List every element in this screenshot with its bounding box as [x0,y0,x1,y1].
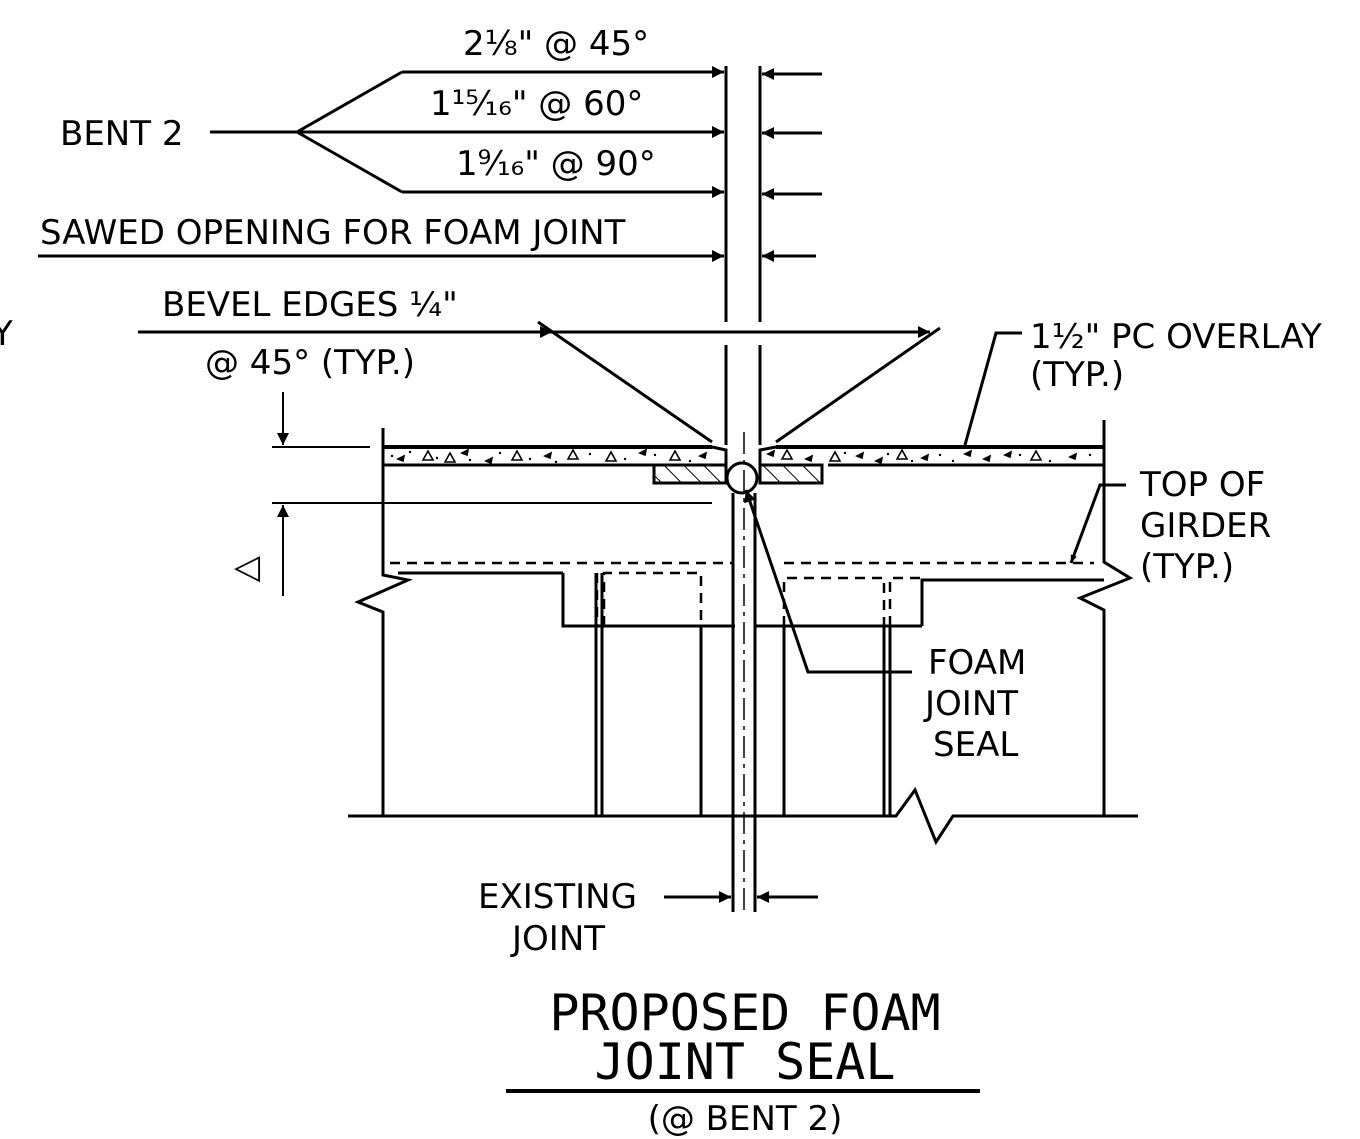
title-line1: PROPOSED FOAM [549,984,940,1042]
girder-label-line1: TOP OF [1139,465,1265,505]
existing-label-line1: EXISTING [478,877,637,917]
cut-off-edge-text: Y [0,314,13,354]
foam-label-line3: SEAL [933,725,1018,765]
existing-label-line2: JOINT [510,919,605,959]
bevel-label-line2: @ 45° (TYP.) [205,343,415,383]
dimension-arrows-left [38,66,724,262]
foam-seal-leader [744,489,912,674]
overlay-label-line2: (TYP.) [1030,355,1124,395]
overlay-label-line1: 1½" PC OVERLAY [1030,317,1322,357]
title-line2: JOINT SEAL [594,1033,895,1091]
sawed-opening-label: SAWED OPENING FOR FOAM JOINT [40,213,626,253]
overlay-sand-dots [390,450,1092,464]
dimension-90-label: 1⁹⁄₁₆" @ 90° [456,144,656,184]
girder-left [354,561,735,816]
bevel-label-line1: BEVEL EDGES ¼" [162,285,458,325]
dimension-45-label: 2⅛" @ 45° [463,24,649,64]
dimension-arrows-right [762,68,822,262]
bent-label: BENT 2 [60,114,183,154]
girder-label-line3: (TYP.) [1140,547,1234,587]
joint-opening-lines [724,66,762,445]
overlay-leader [963,331,1022,446]
bottom-break-line [348,786,1138,846]
girder-right [754,475,1134,816]
foam-label-line1: FOAM [928,643,1026,683]
foam-label-line2: JOINT [923,684,1018,724]
bevel-leader [138,320,941,444]
foam-joint-seal [725,461,759,495]
hatched-header [652,445,824,485]
girder-leader [1069,483,1126,564]
overlay-thickness-dimension [272,392,712,596]
deck-overlay [381,420,1106,565]
delta-symbol: ◁ [234,547,261,587]
overlay-aggregate-texture [396,448,1078,465]
title-subtitle: (@ BENT 2) [648,1099,843,1139]
girder-label-line2: GIRDER [1140,506,1271,546]
dimension-60-label: 1¹⁵⁄₁₆" @ 60° [430,84,643,124]
